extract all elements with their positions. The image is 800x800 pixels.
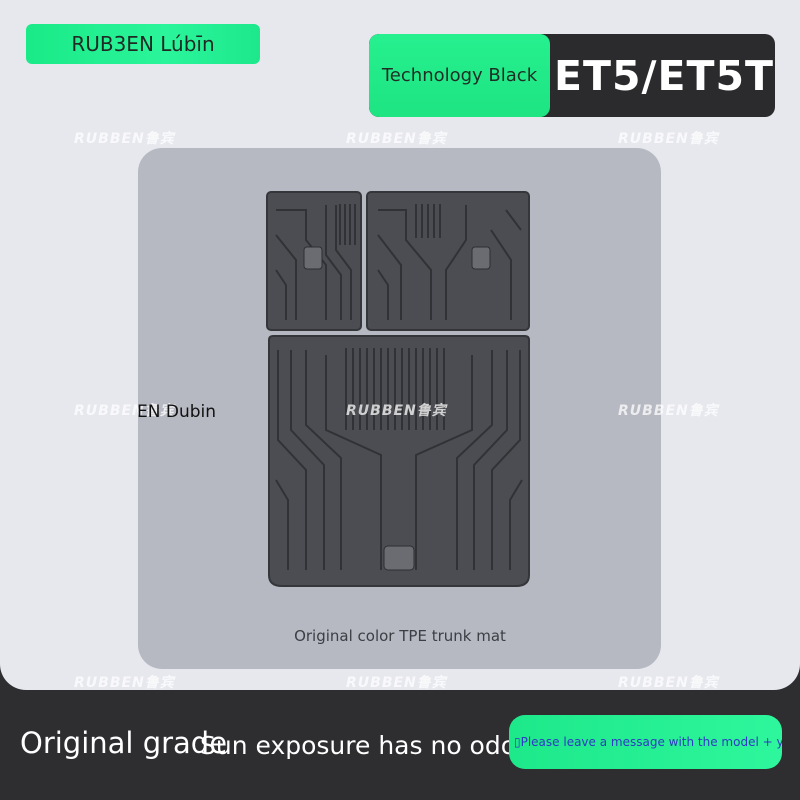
model-name: ET5/ET5T <box>554 51 774 100</box>
message-button[interactable]: ▯Please leave a message with the model +… <box>509 715 782 769</box>
mat-piece-main <box>268 335 530 587</box>
model-box: Technology Black ET5/ET5T <box>369 34 775 117</box>
color-badge: Technology Black <box>369 34 550 117</box>
color-label: Technology Black <box>381 65 538 86</box>
product-caption: Original color TPE trunk mat <box>294 627 506 645</box>
feature-text: Sun exposure has no odor <box>200 731 527 760</box>
watermark: RUBBEN鲁宾 <box>618 675 719 691</box>
watermark: RUBBEN鲁宾 <box>346 403 447 419</box>
brand-badge: RUB3EN Lúbīn <box>26 24 260 64</box>
message-label: ▯Please leave a message with the model +… <box>514 735 782 749</box>
watermark: RUBBEN鲁宾 <box>346 675 447 691</box>
watermark: RUBBEN鲁宾 <box>74 403 175 419</box>
watermark: RUBBEN鲁宾 <box>74 131 175 147</box>
watermark: RUBBEN鲁宾 <box>618 131 719 147</box>
side-label: EN Dubin <box>137 402 217 422</box>
grade-text: Original grade <box>20 726 228 760</box>
brand-label: RUB3EN Lúbīn <box>71 32 215 56</box>
watermark: RUBBEN鲁宾 <box>74 675 175 691</box>
mat-piece-right <box>366 191 530 331</box>
trunk-mat-image <box>266 190 532 590</box>
watermark: RUBBEN鲁宾 <box>346 131 447 147</box>
watermark: RUBBEN鲁宾 <box>618 403 719 419</box>
mat-piece-left <box>266 191 362 331</box>
